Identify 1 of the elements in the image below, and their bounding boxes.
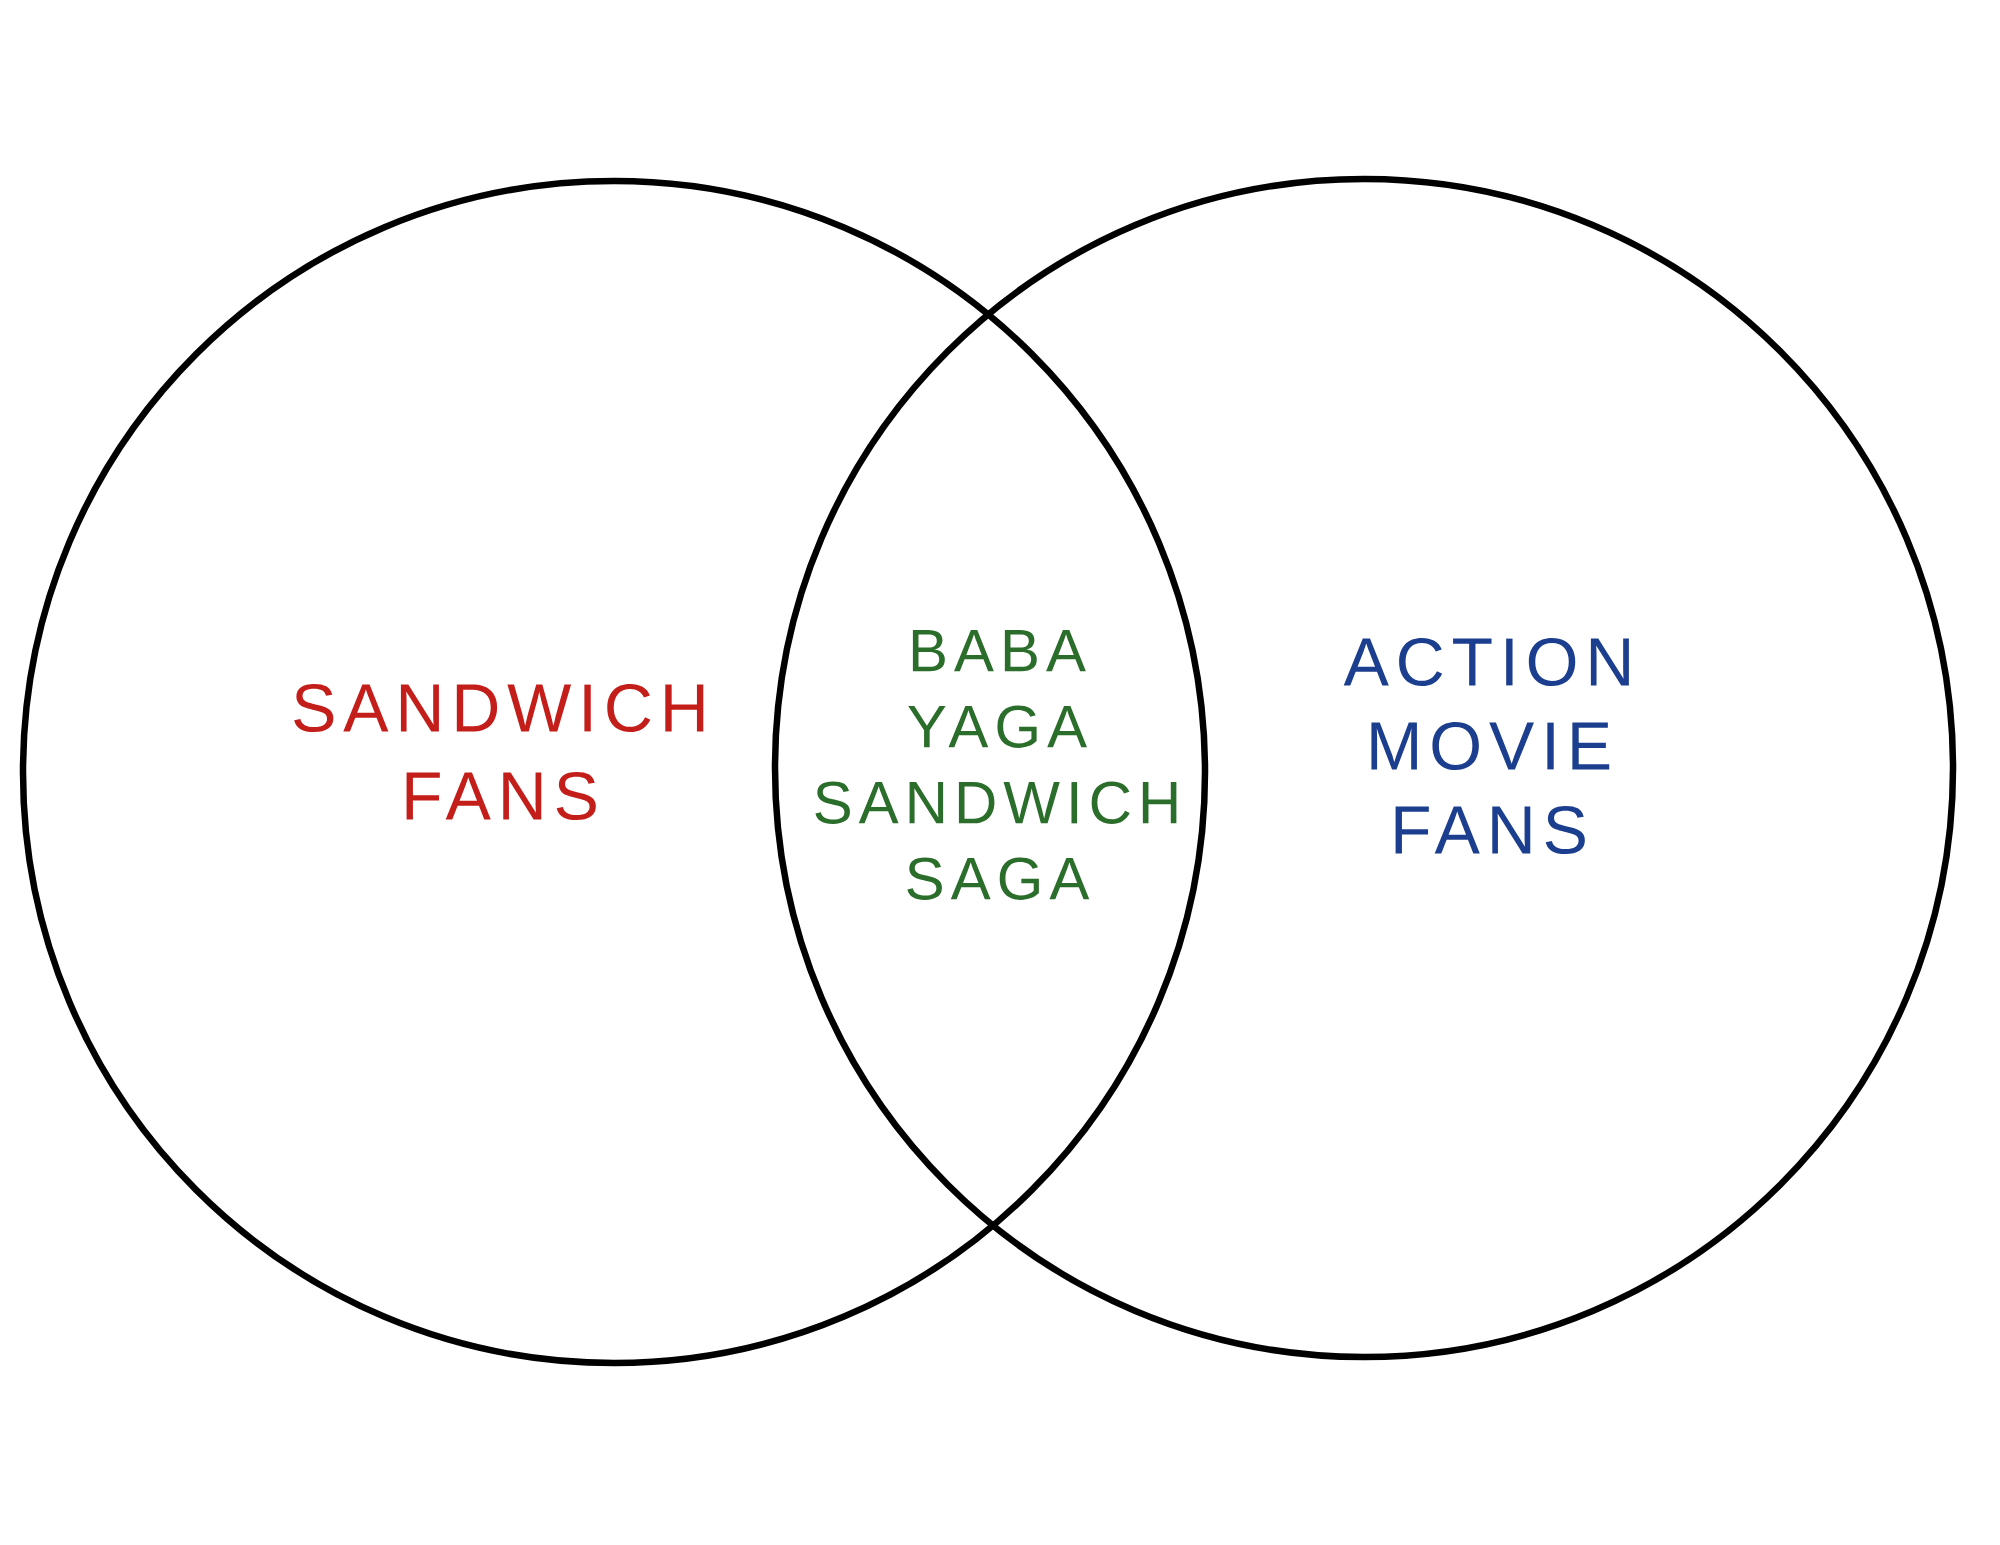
overlap-label: BABA YAGA SANDWICH SAGA xyxy=(815,630,1177,900)
